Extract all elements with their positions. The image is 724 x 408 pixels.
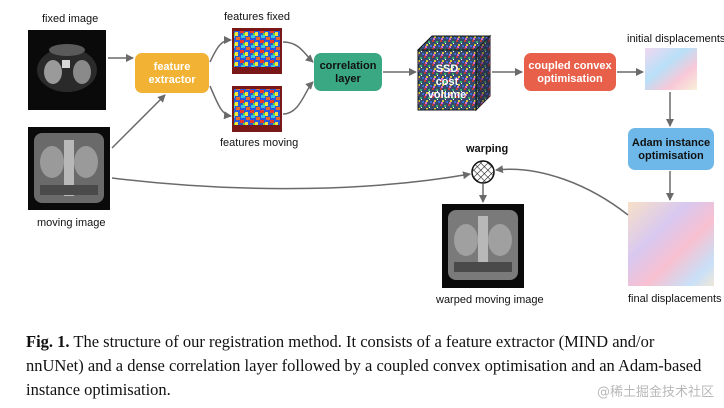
coupled-convex-text-1: coupled convex (528, 60, 612, 72)
adam-text-2: optimisation (638, 150, 704, 162)
coupled-convex-box: coupled convex optimisation (524, 53, 616, 91)
correlation-layer-text-1: correlation (320, 60, 377, 72)
arrow-features-moving-to-correlation (282, 81, 314, 115)
ssd-cost-volume-cube: SSD cost volume (416, 34, 492, 112)
warping-label: warping (465, 143, 508, 155)
feature-extractor-box: feature extractor (135, 53, 209, 93)
final-displacements-field (628, 202, 714, 286)
warped-moving-image (442, 204, 524, 288)
adam-instance-box: Adam instance optimisation (628, 128, 714, 170)
fixed-image (28, 30, 106, 110)
flow-arrows (108, 36, 674, 216)
arrow-final-to-warping (495, 165, 629, 216)
moving-image-label: moving image (37, 217, 105, 229)
initial-displacements-label: initial displacements (627, 33, 724, 45)
features-moving-label: features moving (220, 137, 298, 149)
arrow-features-fixed-to-correlation (282, 41, 314, 63)
moving-image (28, 127, 110, 210)
final-displacements-label: final displacements (628, 293, 722, 305)
arrow-moving-to-extractor (111, 94, 166, 149)
adam-text-1: Adam instance (632, 137, 710, 149)
features-fixed-label: features fixed (224, 11, 290, 23)
fixed-image-label: fixed image (42, 13, 98, 25)
initial-displacements-field (645, 48, 697, 90)
ssd-text-2: cost (436, 76, 459, 88)
feature-extractor-text-2: extractor (148, 74, 196, 86)
ssd-text-3: volume (428, 89, 467, 101)
feature-extractor-text-1: feature (154, 61, 191, 73)
ssd-text-1: SSD (436, 63, 459, 75)
warped-moving-image-label: warped moving image (435, 294, 544, 306)
correlation-layer-box: correlation layer (314, 53, 382, 91)
features-moving-map (232, 86, 282, 132)
coupled-convex-text-2: optimisation (537, 73, 603, 85)
arrow-extractor-to-features-fixed (209, 36, 232, 63)
warping-icon (471, 160, 495, 184)
arrow-extractor-to-features-moving (209, 85, 232, 120)
arrow-moving-to-warping (111, 171, 471, 190)
features-fixed-map (232, 28, 282, 74)
caption-prefix: Fig. 1. (26, 332, 70, 351)
caption-text: The structure of our registration method… (26, 332, 702, 399)
correlation-layer-text-2: layer (335, 73, 361, 85)
watermark: @稀土掘金技术社区 (596, 385, 714, 400)
figure-caption: Fig. 1. The structure of our registratio… (26, 330, 716, 402)
